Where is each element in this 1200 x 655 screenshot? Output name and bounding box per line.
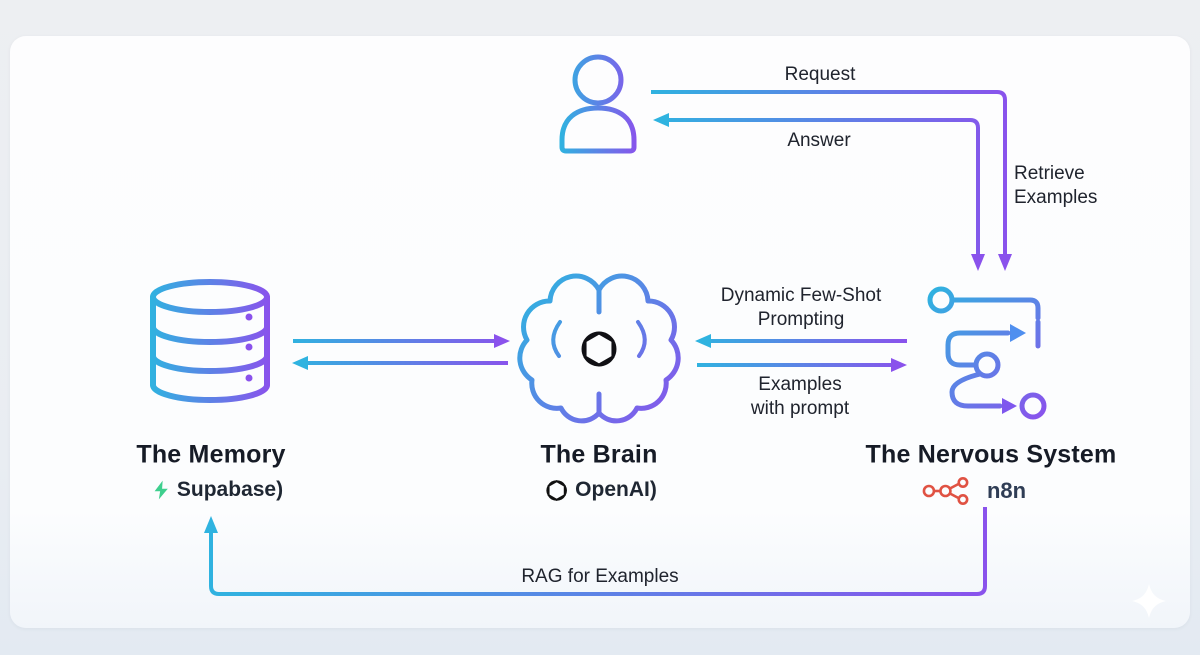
retrieve-examples-label: Retrieve Examples xyxy=(1014,163,1098,209)
memory-subtitle: Supabase) xyxy=(153,478,283,502)
openai-logo-small-icon xyxy=(546,479,567,501)
brain-to-nervous-arrow xyxy=(697,358,907,372)
memory-subtitle-label: Supabase) xyxy=(176,478,284,501)
memory-title: The Memory xyxy=(136,440,286,469)
brain-to-memory-arrow xyxy=(292,356,508,370)
answer-label: Answer xyxy=(787,129,851,151)
user-icon xyxy=(559,54,637,154)
nervous-subtitle: n8n xyxy=(922,477,1026,505)
examples-with-prompt-label: Examples with prompt xyxy=(750,373,850,419)
nervous-subtitle-label: n8n xyxy=(986,478,1027,503)
nervous-to-brain-arrow xyxy=(695,334,907,348)
n8n-logo-icon xyxy=(922,477,969,505)
request-label: Request xyxy=(784,63,856,85)
memory-to-brain-arrow xyxy=(293,334,510,348)
brain-icon xyxy=(517,273,681,424)
brain-subtitle: OpenAI) xyxy=(545,478,657,502)
sparkle-icon xyxy=(1132,584,1166,618)
nervous-title: The Nervous System xyxy=(865,440,1117,469)
brain-subtitle-label: OpenAI) xyxy=(575,478,657,501)
openai-logo-icon xyxy=(581,331,617,367)
supabase-bolt-icon xyxy=(154,480,168,500)
answer-arrow xyxy=(653,113,985,271)
rag-label: RAG for Examples xyxy=(521,565,679,587)
database-icon xyxy=(150,279,270,403)
dynamic-few-shot-label: Dynamic Few-Shot Prompting xyxy=(720,284,882,330)
rag-arrow xyxy=(204,507,987,596)
brain-title: The Brain xyxy=(540,440,658,469)
request-arrow xyxy=(651,90,1012,271)
workflow-icon xyxy=(927,286,1047,420)
